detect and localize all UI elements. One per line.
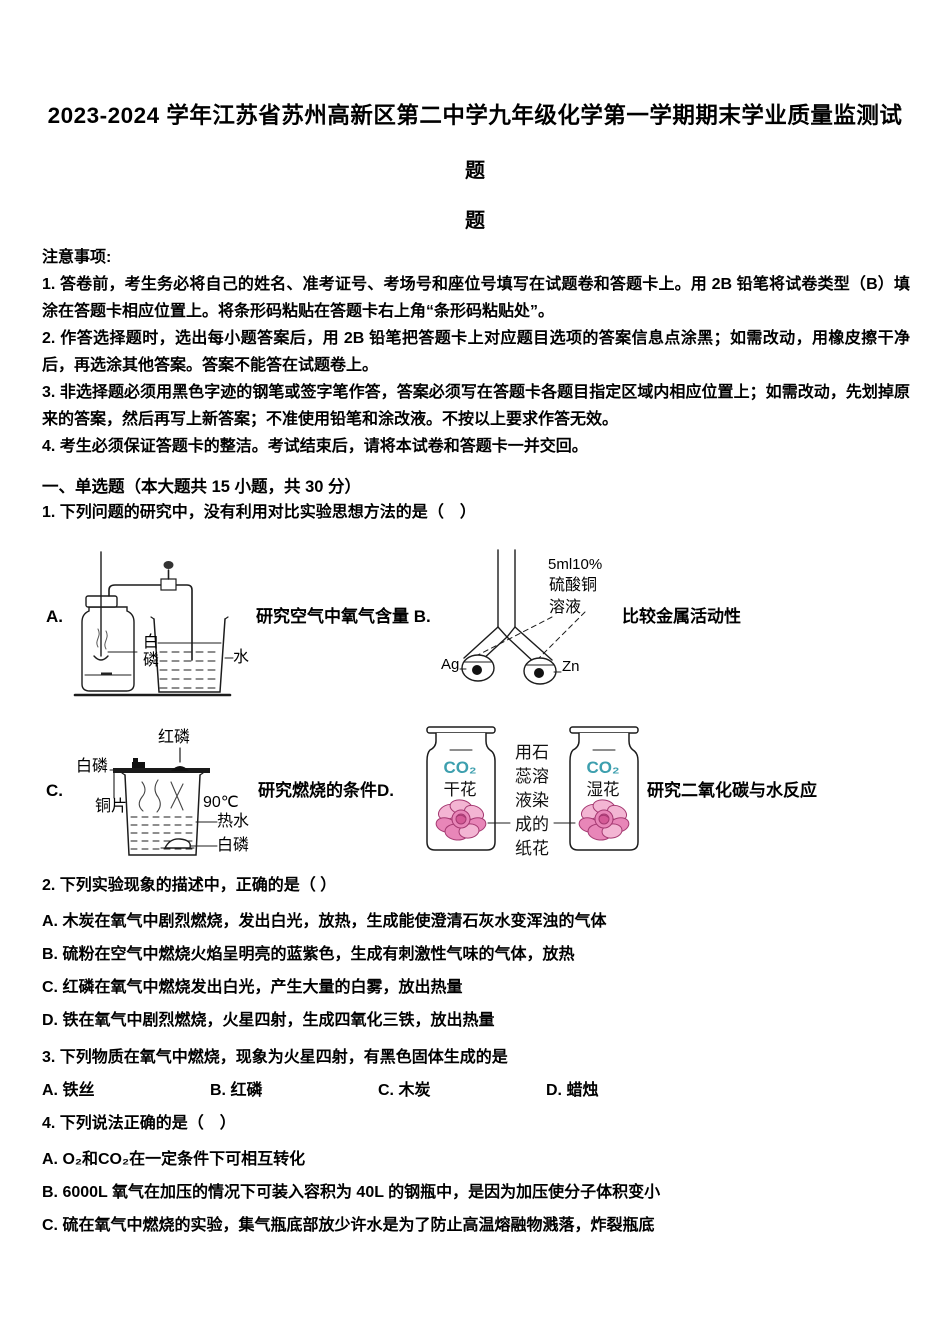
notice-section: 注意事项: 1. 答卷前，考生务必将自己的姓名、准考证号、考场号和座位号填写在试… <box>42 244 910 460</box>
notice-item: 4. 考生必须保证答题卡的整洁。考试结束后，请将本试卷和答题卡一并交回。 <box>42 438 588 455</box>
section-heading: 一、单选题（本大题共 15 小题，共 30 分） <box>42 478 362 496</box>
label-litmus-note: 用石 蕊溶 液染 成的 纸花 <box>515 743 549 858</box>
q1-caption-d: 研究二氧化碳与水反应 <box>647 781 817 800</box>
q1-stem-pre: 1. 下列问题的研究中， <box>42 504 204 521</box>
notice-item: 1. 答卷前，考生务必将自己的姓名、准考证号、考场号和座位号填写在试题卷和答题卡… <box>42 276 910 320</box>
q1-diagram-d-co2-bottles <box>426 726 639 851</box>
label-co2-wet: CO₂ <box>586 758 620 777</box>
label-copper-sulfate: 硫酸铜 <box>549 577 598 594</box>
q2-option-d: D. 铁在氧气中剧烈燃烧，火星四射，生成四氧化三铁，放出热量 <box>42 1012 495 1029</box>
notice-heading: 注意事项: <box>42 249 112 266</box>
bottom-white-phosphorus <box>163 838 191 849</box>
notice-item: 3. 非选择题必须用黑色字迹的钢笔或签字笔作答，答案必须写在答题卡各题目指定区域… <box>42 384 910 428</box>
copper-sheet <box>113 768 210 773</box>
gas-bottle <box>81 606 135 692</box>
paper-flower-dry <box>435 799 487 841</box>
label-solution-volume: 5ml10% <box>548 556 603 573</box>
q4-option-a: A. O₂和CO₂在一定条件下可相互转化 <box>42 1151 306 1168</box>
white-phosphorus-lump <box>132 762 145 768</box>
q1-diagram-b-y-tube <box>459 549 586 685</box>
q1-option-c-letter: C. <box>46 781 63 800</box>
q1-option-d-letter: D. <box>377 781 394 800</box>
q1-stem-post: （ ） <box>427 504 476 521</box>
label-wet-flower: 湿花 <box>586 781 620 799</box>
label-temperature: 90℃ <box>203 794 239 811</box>
exam-title: 2023-2024 学年江苏省苏州高新区第二中学九年级化学第一学期期末学业质量监… <box>47 103 903 128</box>
label-white-phosphorus-top: 白磷 <box>76 758 109 775</box>
q2-stem: 2. 下列实验现象的描述中，正确的是（ ） <box>42 877 337 894</box>
label-solution: 溶液 <box>549 599 582 616</box>
q2-option-a: A. 木炭在氧气中剧烈燃烧，发出白光，放热，生成能使澄清石灰水变浑浊的气体 <box>42 913 607 930</box>
q2-option-c: C. 红磷在氧气中燃烧发出白光，产生大量的白雾，放出热量 <box>42 979 463 996</box>
label-red-phosphorus: 红磷 <box>158 729 191 746</box>
zinc-piece <box>534 668 544 678</box>
q1-caption-c: 研究燃烧的条件D. <box>258 781 394 800</box>
q3-stem: 3. 下列物质在氧气中燃烧，现象为火星四射，有黑色固体生成的是 <box>42 1049 508 1066</box>
q1-diagram-row-1: A. <box>0 543 950 715</box>
label-zinc: Zn <box>562 658 580 675</box>
q1-caption-b: 比较金属活动性 <box>622 607 741 626</box>
exam-title-line3: 题 <box>465 210 485 232</box>
label-dry-flower: 干花 <box>443 781 477 799</box>
exam-title-line2: 题 <box>465 160 485 182</box>
q1-diagram-c-combustion <box>109 747 218 856</box>
label-white-phosphorus: 白磷 <box>140 633 157 669</box>
silver-piece <box>472 665 482 675</box>
q3-option-d: D. 蜡烛 <box>546 1082 599 1099</box>
label-silver: Ag <box>441 656 460 673</box>
label-hot-water: 热水 <box>217 813 250 830</box>
q2-option-b: B. 硫粉在空气中燃烧火焰呈明亮的蓝紫色，生成有刺激性气味的气体，放热 <box>42 946 575 963</box>
q1-caption-a: 研究空气中氧气含量 B. <box>256 607 431 626</box>
notice-item: 2. 作答选择题时，选出每小题答案后，用 2B 铅笔把答题卡上对应题目选项的答案… <box>42 330 910 374</box>
paper-flower-wet <box>578 799 630 841</box>
red-phosphorus-lump <box>171 766 189 771</box>
q1-stem-emphasis: 没有利用对比实验思想方法的是 <box>203 504 428 521</box>
q1-diagram-row-2: C. <box>0 715 950 875</box>
y-tube-stem <box>497 549 516 628</box>
question-2: 2. 下列实验现象的描述中，正确的是（ ） A. 木炭在氧气中剧烈燃烧，发出白光… <box>42 876 922 1044</box>
hot-water-beaker <box>124 774 201 856</box>
glass-tube <box>108 584 193 661</box>
label-co2-dry: CO₂ <box>443 758 477 777</box>
question-3: 3. 下列物质在氧气中燃烧，现象为火星四射，有黑色固体生成的是 A. 铁丝 B.… <box>42 1048 922 1101</box>
q3-option-b: B. 红磷 <box>210 1082 263 1099</box>
q4-option-c: C. 硫在氧气中燃烧的实验，集气瓶底部放少许水是为了防止高温熔融物溅落，炸裂瓶底 <box>42 1217 655 1234</box>
q4-stem: 4. 下列说法正确的是（ ） <box>42 1115 236 1132</box>
label-water: 水 <box>233 649 250 666</box>
question-4: 4. 下列说法正确的是（ ） A. O₂和CO₂在一定条件下可相互转化 B. 6… <box>42 1114 922 1249</box>
label-white-phosphorus-bottom: 白磷 <box>217 837 250 854</box>
label-copper-sheet: 铜片 <box>95 798 128 815</box>
stopcock <box>160 578 177 591</box>
q3-options-row: A. 铁丝 B. 红磷 C. 木炭 D. 蜡烛 <box>42 1081 922 1101</box>
q1-diagram-a-oxygen-apparatus <box>73 551 234 697</box>
water-beaker <box>153 618 226 693</box>
q1-option-b-letter: B. <box>413 607 431 626</box>
q4-option-b: B. 6000L 氧气在加压的情况下可装入容积为 40L 的钢瓶中，是因为加压使… <box>42 1184 661 1201</box>
q1-option-a-letter: A. <box>46 607 63 626</box>
combustion-spoon <box>93 655 109 661</box>
q1-stem: 1. 下列问题的研究中，没有利用对比实验思想方法的是（ ） <box>42 503 910 523</box>
q3-option-a: A. 铁丝 <box>42 1082 95 1099</box>
q3-option-c: C. 木炭 <box>378 1082 431 1099</box>
